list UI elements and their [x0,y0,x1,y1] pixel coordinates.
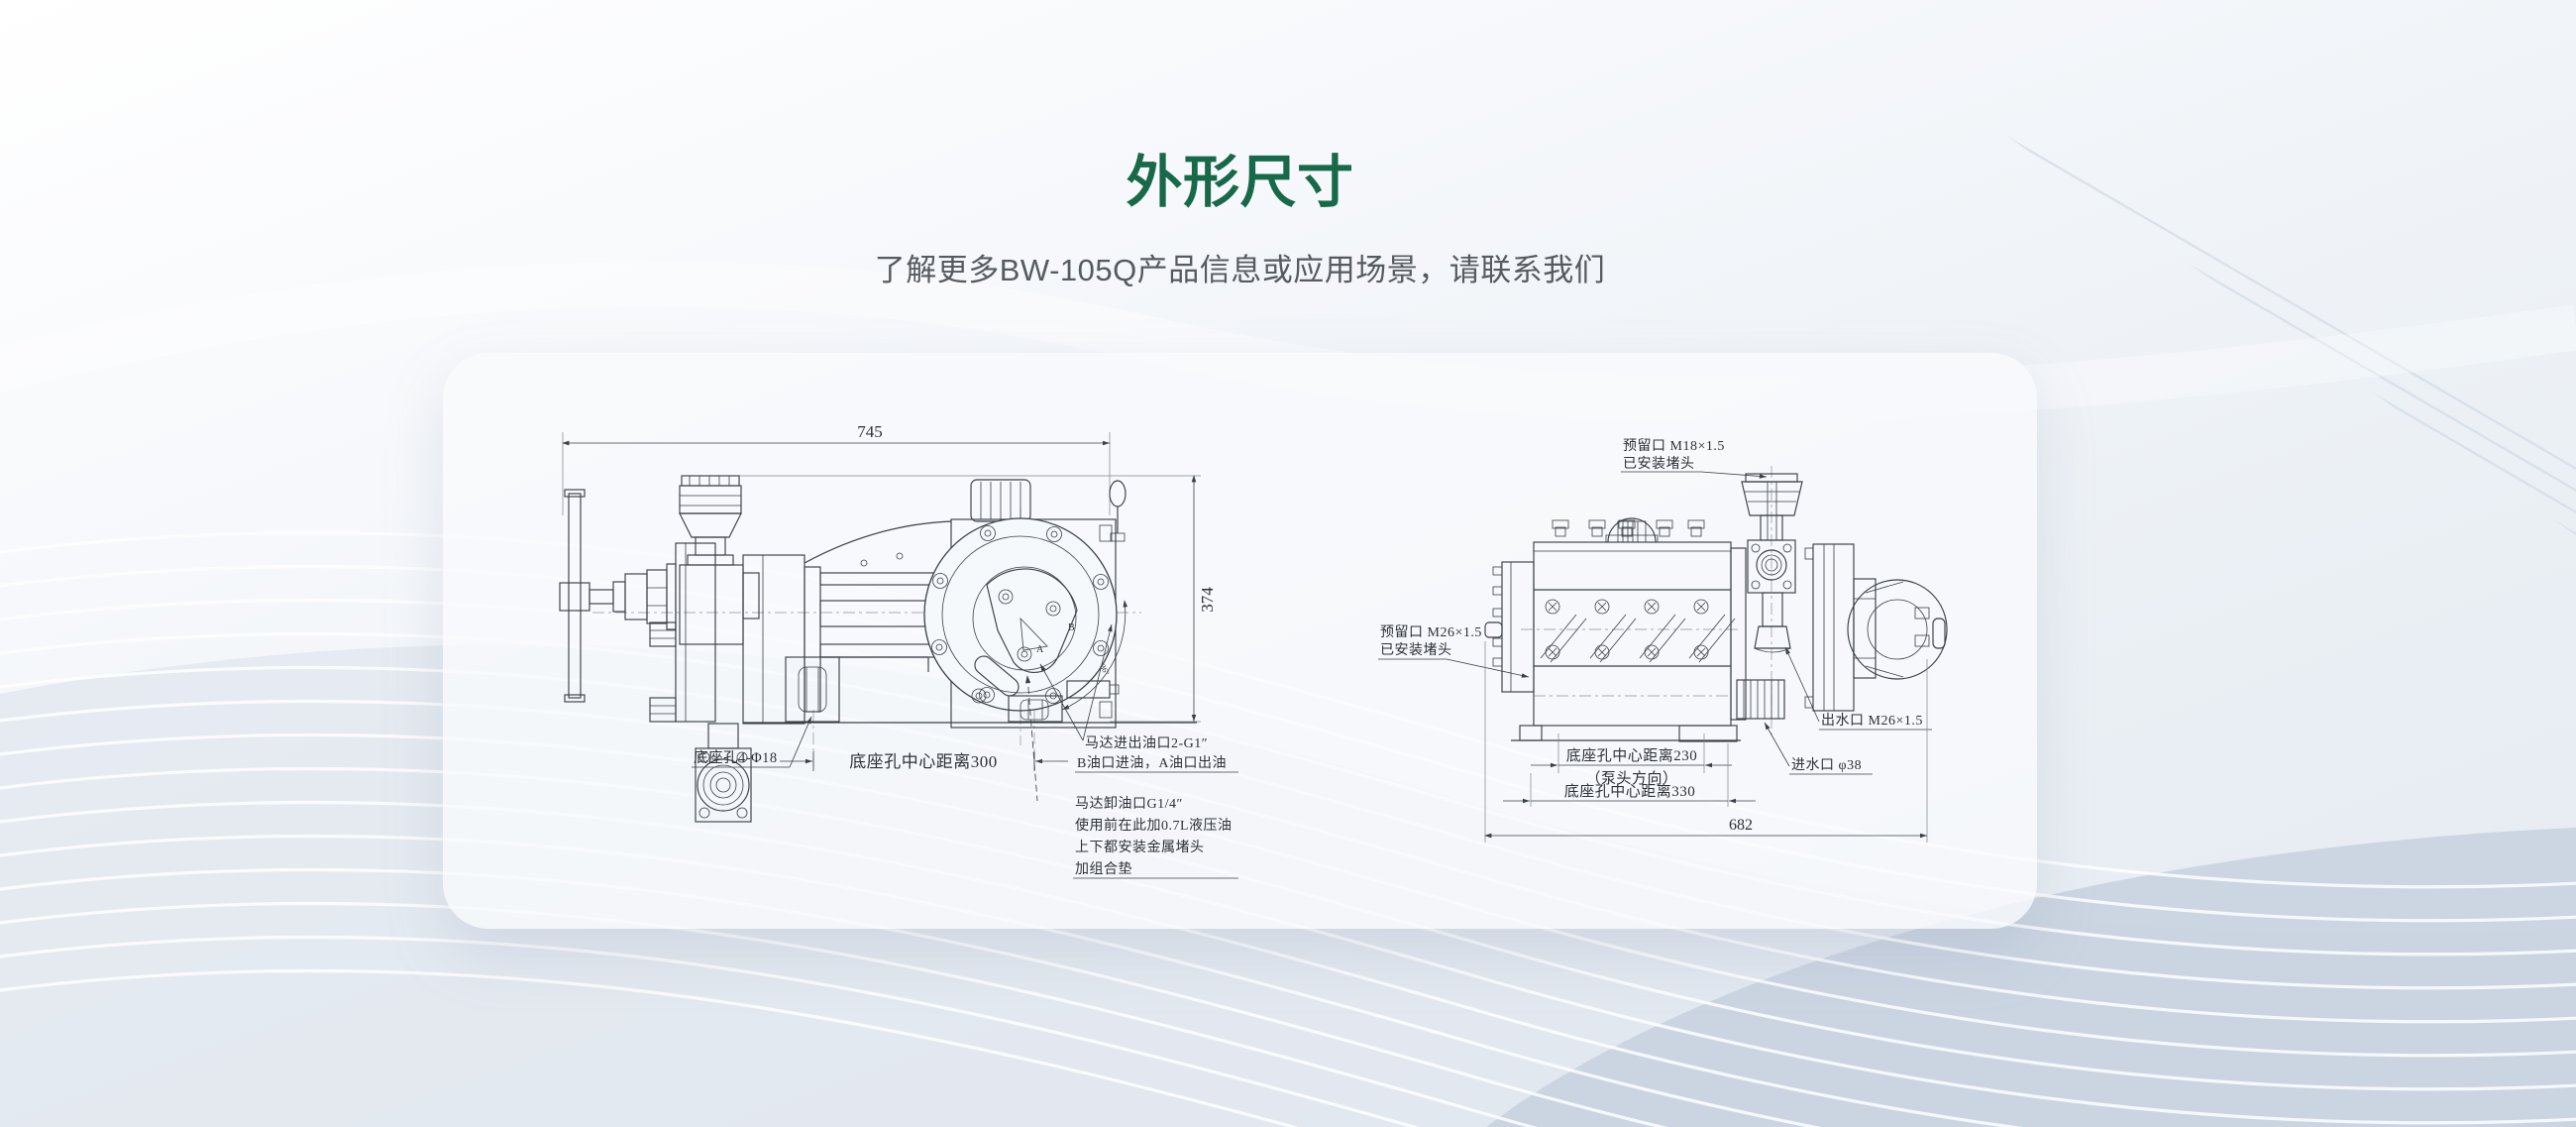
pitch-230-sub-label: （泵头方向） [1585,770,1677,787]
base-feet [743,656,1197,724]
drain-note-1: 马达卸油口G1/4″ [1075,796,1183,812]
outlet-pipe [1762,592,1783,627]
dome-cap [1607,517,1657,543]
drain-note-2: 使用前在此加0.7L液压油 [1075,817,1233,834]
pitch-330-label: 底座孔中心距离330 [1564,783,1696,800]
drain-note-3: 上下都安装金属堵头 [1075,840,1205,855]
pitch-230-label: 底座孔中心距离230 [1566,747,1698,764]
clutch-assembly [1804,543,1948,712]
port-b-label: B [1068,622,1075,633]
right-drawing-front-view: 预留口 M18×1.5 已安装堵头 预留口 M26×1.5 已安装堵头 出水口 … [1378,438,1948,843]
page-title: 外形尺寸 [1126,151,1354,214]
crankcase-body [1533,517,1736,727]
dimensions-card [443,353,2037,929]
left-port-stub [1484,621,1503,638]
page-subtitle: 了解更多BW-105Q产品信息或应用场景，请联系我们 [874,253,1606,287]
motor-stack [679,475,760,645]
pump-frame [742,520,952,725]
regulator-valve [1730,473,1803,721]
inlet-label: 进水口 φ38 [1791,757,1862,773]
top-studs [1552,519,1705,537]
dipstick-loop [1109,480,1127,507]
inlet-manifold [1736,679,1785,720]
base-pitch-label: 底座孔中心距离300 [849,752,998,771]
dim-682-label: 682 [1729,817,1753,834]
base-feet [1511,725,1741,742]
dim-374-label: 374 [1198,587,1217,613]
angle-arc [1061,600,1128,711]
angle-label: 36° [1098,663,1111,677]
outlet-label: 出水口 M26×1.5 [1821,713,1923,729]
left-drawing-side-view: 745 374 [559,422,1238,879]
crank-window-curves [1540,614,1736,663]
t-handle [559,489,614,703]
pump-end-circle: B A [923,517,1120,712]
left-flange [1484,561,1535,693]
top-port-label-2: 已安装堵头 [1623,456,1695,472]
motor-ports-note-2: B油口进油，A油口出油 [1077,755,1227,771]
left-port-label-1: 预留口 M26×1.5 [1380,624,1482,640]
drain-note-4: 加组合垫 [1075,861,1132,877]
port-a-label: A [1036,644,1044,655]
left-port-label-2: 已安装堵头 [1380,642,1452,658]
motor-ports-note-1: 马达进出油口2-G1″ [1085,735,1208,751]
dim-745-label: 745 [857,422,883,441]
motor-shaft [612,563,677,630]
bottom-flange [695,723,752,823]
top-port-label-1: 预留口 M18×1.5 [1623,438,1725,454]
port-slot [974,655,1020,697]
base-holes-label: 底座孔4-Φ18 [694,749,778,766]
